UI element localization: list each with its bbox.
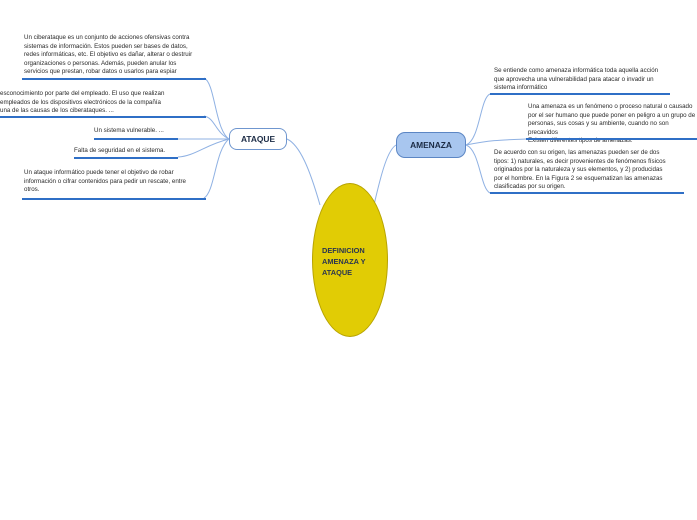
ataque-node[interactable]: ATAQUE [229, 128, 287, 150]
ataque-item-4-text: Falta de seguridad en el sistema. [74, 147, 166, 154]
amenaza-item-1[interactable]: Se entiende como amenaza informática tod… [490, 67, 670, 95]
ataque-item-1-underline [22, 78, 206, 80]
amenaza-item-3[interactable]: De acuerdo con su origen, las amenazas p… [490, 149, 684, 194]
ataque-item-2-text: esconocimiento por parte del empleado. E… [0, 90, 165, 115]
ataque-item-2[interactable]: esconocimiento por parte del empleado. E… [0, 90, 206, 118]
amenaza-item-3-text: De acuerdo con su origen, las amenazas p… [494, 149, 666, 191]
central-topic-label: DEFINICION AMENAZA Y ATAQUE [322, 246, 366, 277]
amenaza-item-1-underline [490, 93, 670, 95]
amenaza-item-2-text: Una amenaza es un fenómeno o proceso nat… [528, 103, 696, 145]
link-central-amenaza [373, 144, 397, 206]
amenaza-item-1-text: Se entiende como amenaza informática tod… [494, 67, 659, 92]
ataque-item-3[interactable]: Un sistema vulnerable. ... [94, 127, 178, 140]
link-ataque-1 [203, 77, 230, 140]
central-topic-ellipse[interactable] [312, 183, 388, 337]
link-central-ataque [286, 138, 321, 206]
ataque-item-3-underline [94, 138, 178, 140]
ataque-item-1[interactable]: Un ciberataque es un conjunto de accione… [22, 34, 206, 80]
link-amenaza-1 [465, 93, 491, 146]
ataque-item-2-underline [0, 116, 206, 118]
ataque-item-1-text: Un ciberataque es un conjunto de accione… [24, 34, 193, 76]
link-ataque-5 [203, 138, 230, 199]
ataque-item-4-underline [74, 157, 178, 159]
amenaza-item-2[interactable]: Una amenaza es un fenómeno o proceso nat… [526, 103, 697, 146]
ataque-node-label: ATAQUE [240, 134, 276, 144]
ataque-item-5[interactable]: Un ataque informático puede tener el obj… [22, 169, 206, 200]
ataque-item-4[interactable]: Falta de seguridad en el sistema. [74, 147, 178, 159]
link-ataque-4 [177, 138, 230, 158]
link-amenaza-2 [465, 138, 527, 146]
ataque-item-5-underline [22, 198, 206, 200]
link-amenaza-3 [465, 144, 491, 194]
ataque-item-3-text: Un sistema vulnerable. ... [94, 127, 164, 134]
amenaza-node[interactable]: AMENAZA [396, 132, 466, 158]
amenaza-item-3-underline [490, 192, 684, 194]
amenaza-node-label: AMENAZA [410, 140, 452, 150]
ataque-item-5-text: Un ataque informático puede tener el obj… [24, 169, 186, 194]
amenaza-item-2-underline [526, 138, 697, 140]
link-ataque-2 [203, 115, 230, 140]
